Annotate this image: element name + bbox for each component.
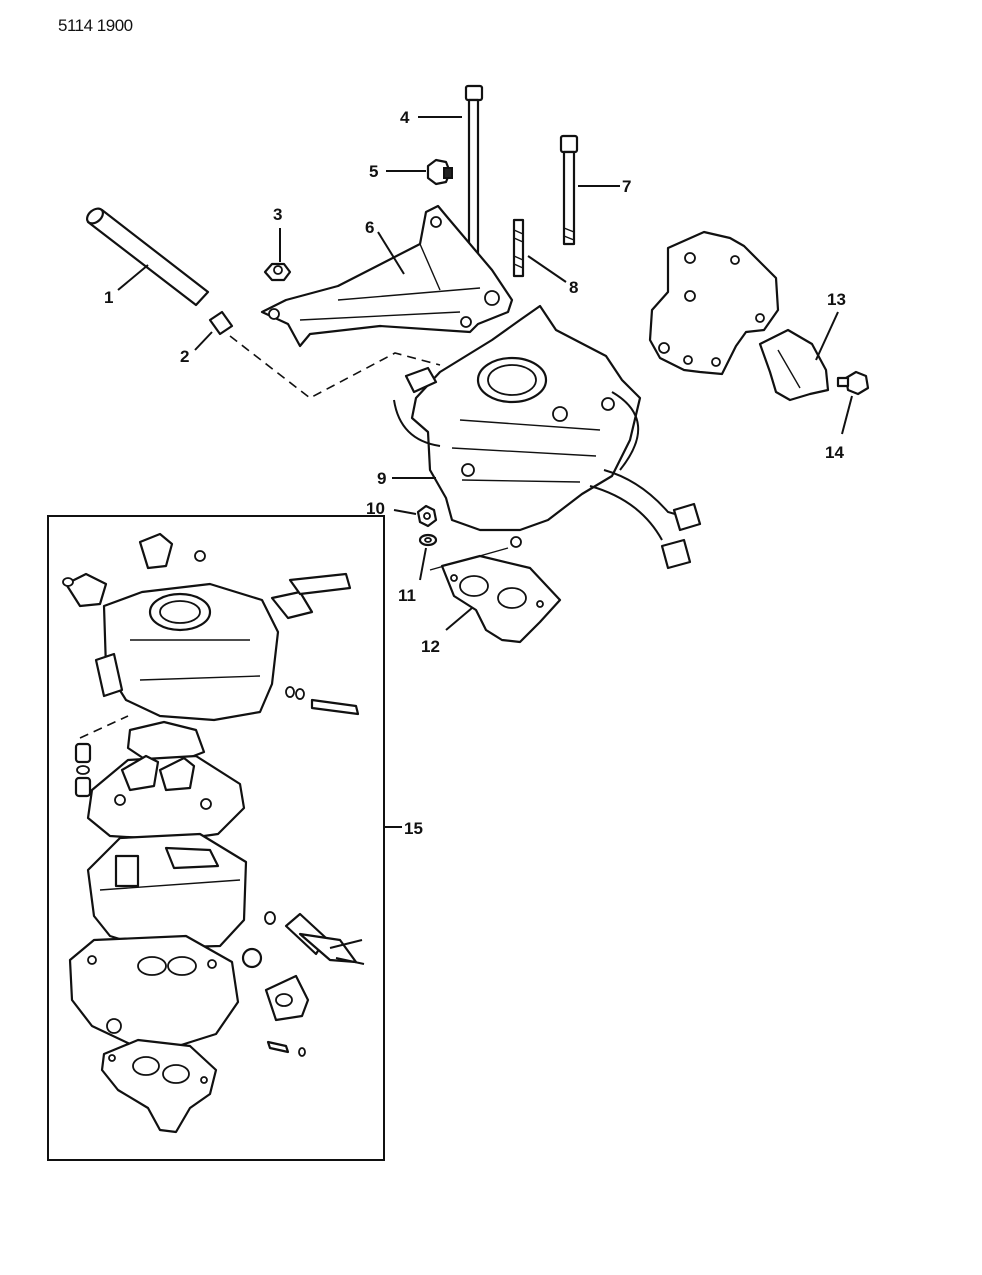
callout-9: 9 xyxy=(377,469,436,488)
svg-text:8: 8 xyxy=(569,278,578,297)
svg-text:13: 13 xyxy=(827,290,846,309)
callout-12: 12 xyxy=(421,607,473,656)
part-10-nut xyxy=(416,504,438,528)
callout-1: 1 xyxy=(104,264,149,307)
svg-text:1: 1 xyxy=(104,288,113,307)
callout-4: 4 xyxy=(400,108,462,127)
leader-2-to-carb xyxy=(229,335,441,399)
callout-7: 7 xyxy=(578,177,631,196)
part-13-mount-bracket xyxy=(648,230,830,402)
part-9-carburetor xyxy=(393,304,702,570)
svg-text:5: 5 xyxy=(369,162,378,181)
callout-5: 5 xyxy=(369,162,426,181)
svg-text:14: 14 xyxy=(825,443,844,462)
svg-text:15: 15 xyxy=(404,819,423,838)
part-12-gasket xyxy=(440,554,562,644)
svg-text:10: 10 xyxy=(366,499,385,518)
svg-text:12: 12 xyxy=(421,637,440,656)
callout-6: 6 xyxy=(365,218,405,275)
svg-text:9: 9 xyxy=(377,469,386,488)
part-2-bushing xyxy=(208,310,234,336)
part-8-stud xyxy=(512,218,525,278)
callout-11: 11 xyxy=(398,547,427,605)
callout-10: 10 xyxy=(366,499,417,518)
part-15-kit-box xyxy=(47,515,385,1161)
callout-15: 15 xyxy=(384,819,423,838)
svg-text:7: 7 xyxy=(622,177,631,196)
part-7-bolt xyxy=(559,134,579,246)
part-14-bolt xyxy=(836,370,870,396)
svg-text:2: 2 xyxy=(180,347,189,366)
callout-13: 13 xyxy=(815,290,846,361)
part-1-tube xyxy=(86,207,210,307)
part-6-bracket xyxy=(260,204,514,348)
callout-14: 14 xyxy=(825,395,853,462)
svg-text:4: 4 xyxy=(400,108,410,127)
part-3-nut xyxy=(263,262,292,282)
svg-text:6: 6 xyxy=(365,218,374,237)
callout-2: 2 xyxy=(180,331,213,366)
document-id: 5114 1900 xyxy=(58,16,133,35)
callout-3: 3 xyxy=(273,205,282,262)
part-11-washer xyxy=(418,533,438,547)
svg-text:3: 3 xyxy=(273,205,282,224)
callout-8: 8 xyxy=(527,255,578,297)
part-5-nut xyxy=(426,158,453,186)
svg-text:11: 11 xyxy=(398,586,416,605)
